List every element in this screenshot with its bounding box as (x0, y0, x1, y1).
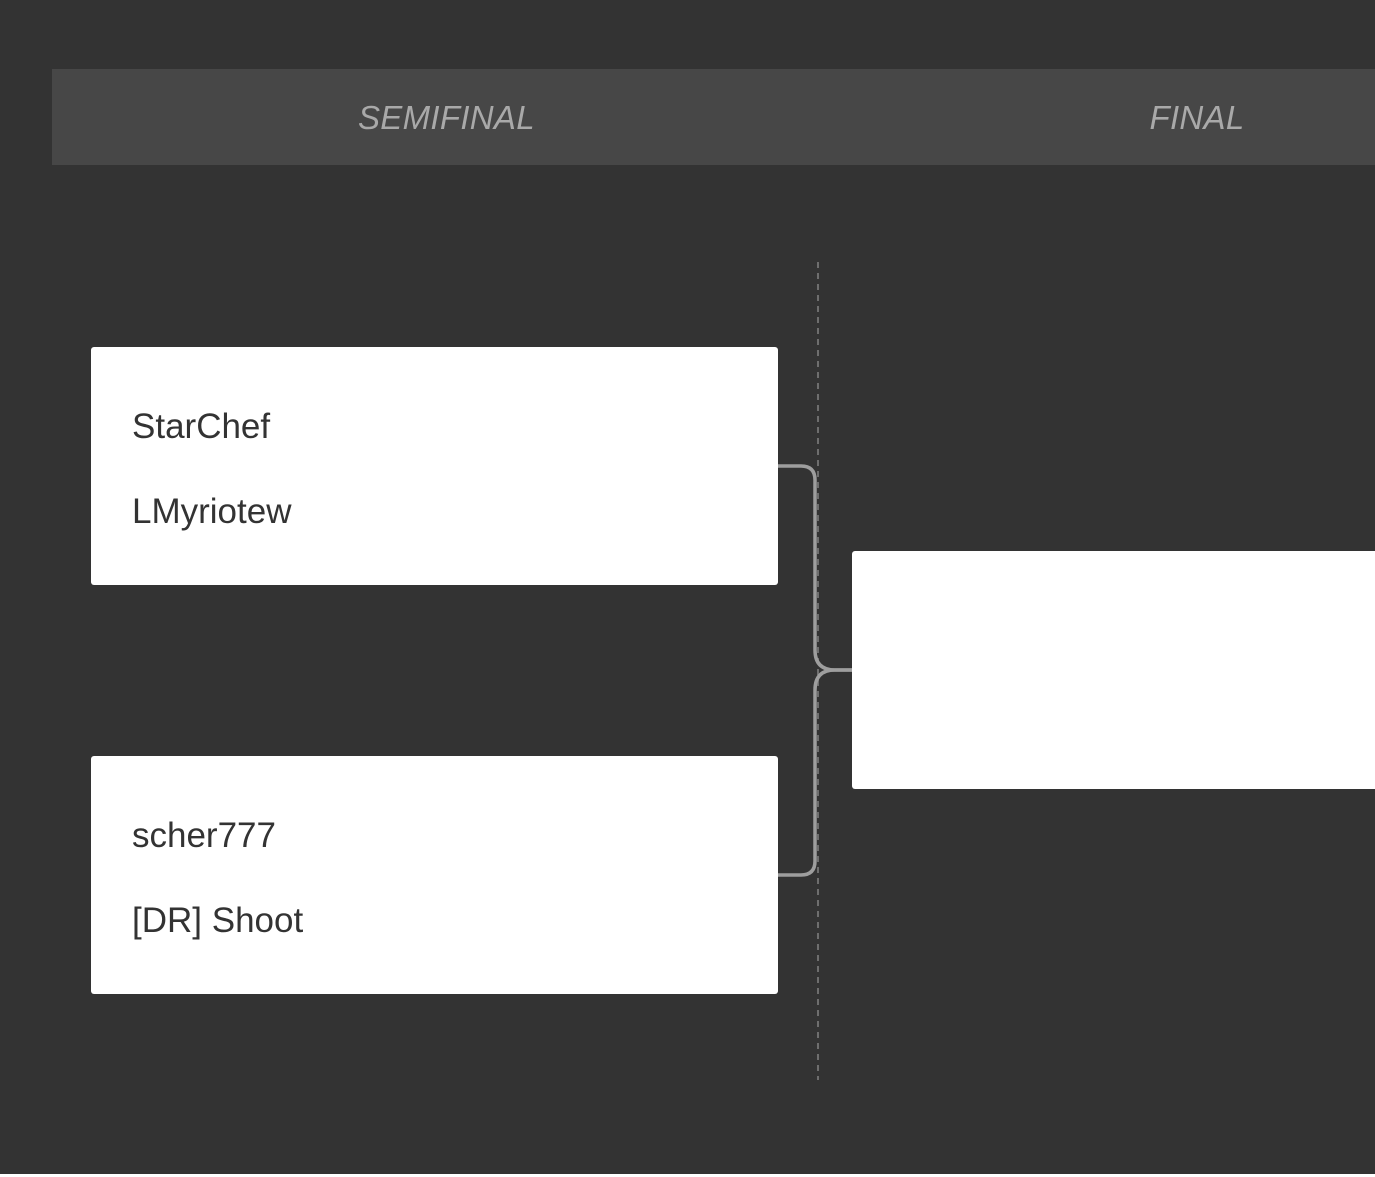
player-name: scher777 (132, 816, 276, 855)
connector-semifinal-1 (778, 464, 853, 672)
match-card-semifinal-2[interactable]: scher777 [DR] Shoot (91, 756, 778, 994)
round-label-semifinal: SEMIFINAL (358, 99, 535, 136)
player-name: LMyriotew (132, 492, 292, 531)
player-name: [DR] Shoot (132, 901, 304, 940)
match-card-semifinal-1[interactable]: StarChef LMyriotew (91, 347, 778, 585)
match-card-final[interactable] (852, 551, 1375, 789)
round-label-final: FINAL (1149, 99, 1245, 136)
round-header-bar: SEMIFINAL FINAL (52, 69, 1375, 165)
player-name: StarChef (132, 407, 271, 446)
connector-semifinal-2 (778, 668, 853, 877)
